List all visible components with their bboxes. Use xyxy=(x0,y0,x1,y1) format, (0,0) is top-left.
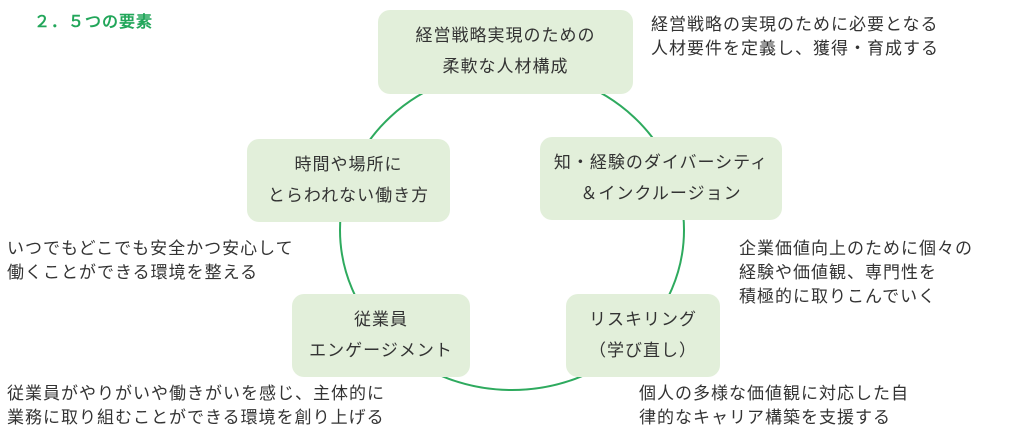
description-engagement-line-2: 業務に取り組むことができる環境を創り上げる xyxy=(7,408,385,428)
element-node-reskilling: リスキリング （学び直し） xyxy=(566,294,720,377)
element-node-talent: 経営戦略実現のための 柔軟な人材構成 xyxy=(378,10,633,94)
description-talent: 経営戦略の実現のために必要となる 人材要件を定義し、獲得・育成する xyxy=(651,13,939,61)
description-diversity-line-3: 積極的に取りこんでいく xyxy=(739,287,937,307)
element-node-reskilling-line-1: リスキリング xyxy=(589,309,697,330)
description-reskilling-line-1: 個人の多様な価値観に対応した自 xyxy=(639,384,909,404)
element-node-reskilling-line-2: （学び直し） xyxy=(589,340,697,361)
description-diversity-line-2: 経験や価値観、専門性を xyxy=(739,263,937,283)
description-reskilling: 個人の多様な価値観に対応した自 律的なキャリア構築を支援する xyxy=(639,382,909,430)
element-node-diversity-line-2: ＆インクルージョン xyxy=(580,183,742,204)
description-engagement: 従業員がやりがいや働きがいを感じ、主体的に 業務に取り組むことができる環境を創り… xyxy=(7,382,385,430)
element-node-workstyle: 時間や場所に とらわれない働き方 xyxy=(247,139,450,222)
element-node-talent-line-2: 柔軟な人材構成 xyxy=(442,57,569,77)
element-node-engagement-line-2: エンゲージメント xyxy=(309,340,453,361)
element-node-engagement-line-1: 従業員 xyxy=(354,309,408,330)
element-node-diversity-line-1: 知・経験のダイバーシティ xyxy=(553,152,769,173)
description-workstyle-line-2: 働くことができる環境を整える xyxy=(7,263,259,283)
description-workstyle: いつでもどこでも安全かつ安心して 働くことができる環境を整える xyxy=(7,237,294,285)
element-node-workstyle-line-1: 時間や場所に xyxy=(294,154,403,175)
section-title: ２．５つの要素 xyxy=(34,12,154,31)
description-engagement-line-1: 従業員がやりがいや働きがいを感じ、主体的に xyxy=(7,384,385,404)
description-diversity-line-1: 企業価値向上のために個々の xyxy=(739,239,973,259)
description-talent-line-2: 人材要件を定義し、獲得・育成する xyxy=(651,39,939,59)
element-node-engagement: 従業員 エンゲージメント xyxy=(292,294,470,377)
element-node-workstyle-line-2: とらわれない働き方 xyxy=(267,185,430,206)
element-node-diversity: 知・経験のダイバーシティ ＆インクルージョン xyxy=(540,137,782,220)
element-node-talent-line-1: 経営戦略実現のための xyxy=(415,26,596,46)
description-talent-line-1: 経営戦略の実現のために必要となる xyxy=(651,15,939,35)
description-reskilling-line-2: 律的なキャリア構築を支援する xyxy=(639,408,891,428)
description-workstyle-line-1: いつでもどこでも安全かつ安心して xyxy=(7,239,294,259)
description-diversity: 企業価値向上のために個々の 経験や価値観、専門性を 積極的に取りこんでいく xyxy=(739,237,973,309)
